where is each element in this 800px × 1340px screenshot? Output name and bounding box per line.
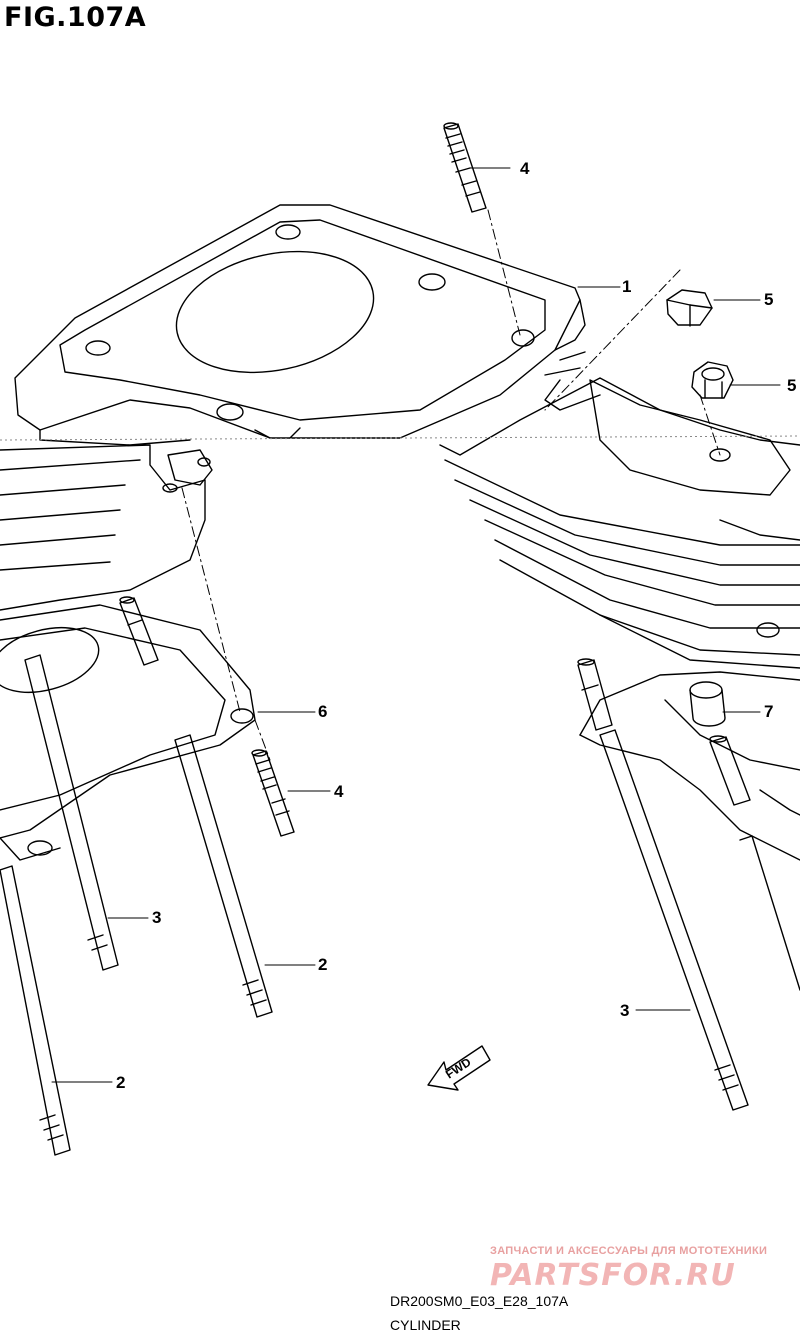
cylinder-right-view [439, 377, 800, 861]
fold-line [0, 435, 800, 441]
callout-2: 2 [318, 955, 328, 974]
nut-5-upper [666, 289, 713, 327]
stud-4-upper [443, 122, 487, 213]
callout-3: 3 [152, 908, 162, 927]
part-name: CYLINDER [390, 1317, 461, 1333]
callout-3: 3 [620, 1001, 630, 1020]
stud-3-right [577, 658, 749, 1111]
callout-7: 7 [764, 702, 774, 721]
figure-title: FIG.107A [4, 2, 147, 33]
dowel-pin-7 [689, 681, 726, 727]
stud-3-left [24, 596, 159, 971]
cylinder-upper [14, 204, 586, 446]
callout-2: 2 [116, 1073, 126, 1092]
fwd-arrow-shape [427, 1045, 491, 1091]
watermark-tagline: ЗАПЧАСТИ И АКСЕССУАРЫ ДЛЯ МОТОТЕХНИКИ [490, 1245, 768, 1257]
nut-5-lower [691, 361, 734, 399]
model-code: DR200SM0_E03_E28_107A [390, 1293, 569, 1309]
watermark-logo: PARTSFOR.RU [490, 1258, 736, 1293]
callout-4: 4 [520, 159, 530, 178]
callout-5: 5 [764, 290, 774, 309]
callout-5: 5 [787, 376, 797, 395]
stud-2-left [0, 865, 71, 1156]
callout-1: 1 [622, 277, 632, 296]
stud-right-edge [709, 735, 800, 991]
fwd-label: FWD [443, 1055, 474, 1082]
callout-6: 6 [318, 702, 328, 721]
callout-4: 4 [334, 782, 344, 801]
stud-4-lower [251, 749, 295, 837]
stud-2-middle [174, 734, 273, 1018]
